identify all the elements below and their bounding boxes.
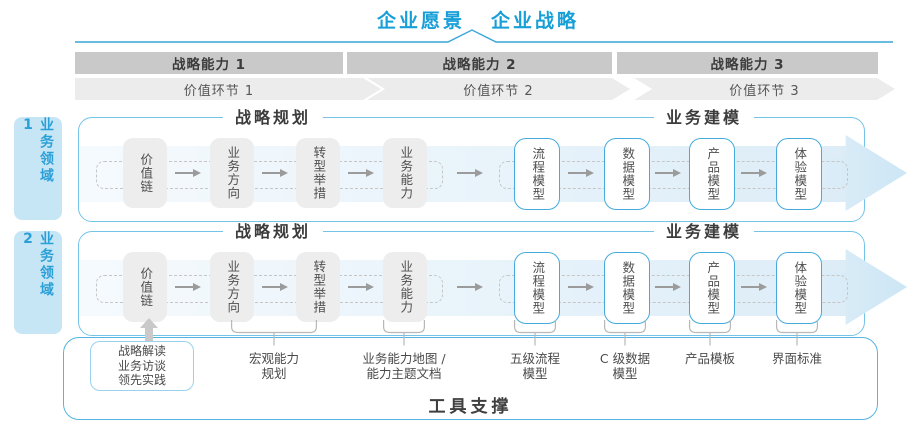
practice-input-box: 战略解读 业务访谈 领先实践 bbox=[90, 341, 194, 391]
domain-row-1: 战略规划 业务建模 价值链 业务方向 转型举措 业务能力 流程模型 数据模型 产… bbox=[78, 108, 907, 222]
bracket-connector bbox=[604, 320, 646, 346]
value-link-3-label: 价值环节 3 bbox=[729, 83, 800, 99]
tool-support-container: 工具支撑 bbox=[63, 337, 878, 420]
vision-title: 企业愿景 bbox=[376, 10, 465, 32]
annotation-line: 界面标准 bbox=[771, 351, 823, 366]
annotation-ui-standard: 界面标准 bbox=[772, 351, 822, 366]
node-business-capability: 业务能力 bbox=[383, 252, 427, 322]
bracket-connector bbox=[776, 320, 818, 346]
arrow-icon bbox=[655, 168, 681, 178]
arrow-icon bbox=[741, 282, 767, 292]
arrow-icon bbox=[457, 168, 483, 178]
value-link-2-label: 价值环节 2 bbox=[463, 83, 534, 99]
node-experience-model: 体验模型 bbox=[776, 138, 822, 210]
capability-bar-2: 战略能力 2 bbox=[347, 52, 612, 74]
node-business-direction: 业务方向 bbox=[210, 138, 254, 208]
node-product-model: 产品模型 bbox=[689, 252, 735, 324]
node-transformation-initiatives: 转型举措 bbox=[296, 138, 340, 208]
annotation-line: 产品模板 bbox=[684, 351, 736, 366]
arrow-icon bbox=[568, 168, 594, 178]
capability-bar-2-label: 战略能力 2 bbox=[442, 57, 517, 73]
arrow-icon bbox=[655, 282, 681, 292]
planning-title: 战略规划 bbox=[222, 222, 324, 242]
node-business-capability: 业务能力 bbox=[383, 138, 427, 208]
node-business-direction: 业务方向 bbox=[210, 252, 254, 322]
side-label-domain-2: 业务领域 2 bbox=[14, 231, 62, 334]
node-value-chain: 价值链 bbox=[123, 138, 167, 208]
dashed-track-modeling bbox=[499, 275, 848, 303]
node-process-model: 流程模型 bbox=[514, 252, 560, 324]
capability-bar-1-label: 战略能力 1 bbox=[171, 57, 247, 73]
value-link-chevron-1: 价值环节 1 bbox=[75, 78, 381, 100]
modeling-title: 业务建模 bbox=[653, 108, 755, 128]
arrow-icon bbox=[175, 168, 201, 178]
node-data-model: 数据模型 bbox=[604, 138, 650, 210]
annotation-line: 规划 bbox=[261, 366, 287, 381]
practice-line: 领先实践 bbox=[117, 373, 166, 388]
peak-line-graphic bbox=[75, 29, 893, 43]
bracket-connector bbox=[231, 320, 317, 346]
modeling-title: 业务建模 bbox=[653, 222, 755, 242]
domain-row-2: 战略规划 业务建模 价值链 业务方向 转型举措 业务能力 流程模型 数据模型 产… bbox=[78, 222, 907, 336]
node-product-model: 产品模型 bbox=[689, 138, 735, 210]
node-value-chain: 价值链 bbox=[123, 252, 167, 322]
bracket-connector bbox=[383, 320, 425, 346]
arrow-icon bbox=[741, 168, 767, 178]
capability-bar-1: 战略能力 1 bbox=[75, 52, 343, 74]
arrow-icon bbox=[262, 168, 288, 178]
arrow-icon bbox=[457, 282, 483, 292]
node-process-model: 流程模型 bbox=[514, 138, 560, 210]
annotation-line: 五级流程 bbox=[509, 351, 561, 366]
arrow-icon bbox=[262, 282, 288, 292]
node-transformation-initiatives: 转型举措 bbox=[296, 252, 340, 322]
capability-bar-3-label: 战略能力 3 bbox=[710, 57, 785, 73]
value-link-chevron-3: 价值环节 3 bbox=[634, 78, 895, 100]
node-data-model: 数据模型 bbox=[604, 252, 650, 324]
page-title: 企业愿景 企业战略 bbox=[46, 6, 910, 33]
bracket-connector bbox=[689, 320, 731, 346]
annotation-line: 模型 bbox=[522, 366, 548, 381]
capability-bar-3: 战略能力 3 bbox=[617, 52, 878, 74]
practice-line: 业务访谈 bbox=[117, 358, 166, 373]
annotation-product-template: 产品模板 bbox=[685, 351, 735, 366]
annotation-macro-capability: 宏观能力 规划 bbox=[249, 351, 299, 381]
strategy-title: 企业战略 bbox=[491, 10, 580, 32]
practice-line: 战略解读 bbox=[117, 344, 166, 359]
annotation-data-model: C 级数据 模型 bbox=[600, 351, 650, 381]
arrow-icon bbox=[348, 282, 374, 292]
arrow-icon bbox=[348, 168, 374, 178]
annotation-process-model: 五级流程 模型 bbox=[510, 351, 560, 381]
value-link-1-label: 价值环节 1 bbox=[183, 83, 255, 99]
bracket-connector bbox=[514, 320, 556, 346]
arrow-icon bbox=[175, 282, 201, 292]
node-experience-model: 体验模型 bbox=[776, 252, 822, 324]
tool-support-title: 工具支撑 bbox=[428, 397, 513, 417]
annotation-line: 模型 bbox=[612, 366, 638, 381]
dashed-track-planning bbox=[96, 275, 443, 303]
annotation-capability-map: 业务能力地图 / 能力主题文档 bbox=[362, 351, 445, 381]
dashed-track-planning bbox=[96, 161, 443, 189]
planning-title: 战略规划 bbox=[222, 108, 324, 128]
up-arrow-icon bbox=[140, 318, 158, 342]
annotation-line: 能力主题文档 bbox=[366, 366, 442, 381]
annotation-line: 宏观能力 bbox=[248, 351, 300, 366]
arrow-icon bbox=[568, 282, 594, 292]
annotation-line: C 级数据 bbox=[599, 351, 651, 366]
dashed-track-modeling bbox=[499, 161, 848, 189]
value-link-chevron-2: 价值环节 2 bbox=[367, 78, 630, 100]
annotation-line: 业务能力地图 / bbox=[362, 351, 446, 366]
side-label-domain-1: 业务领域 1 bbox=[14, 117, 62, 220]
